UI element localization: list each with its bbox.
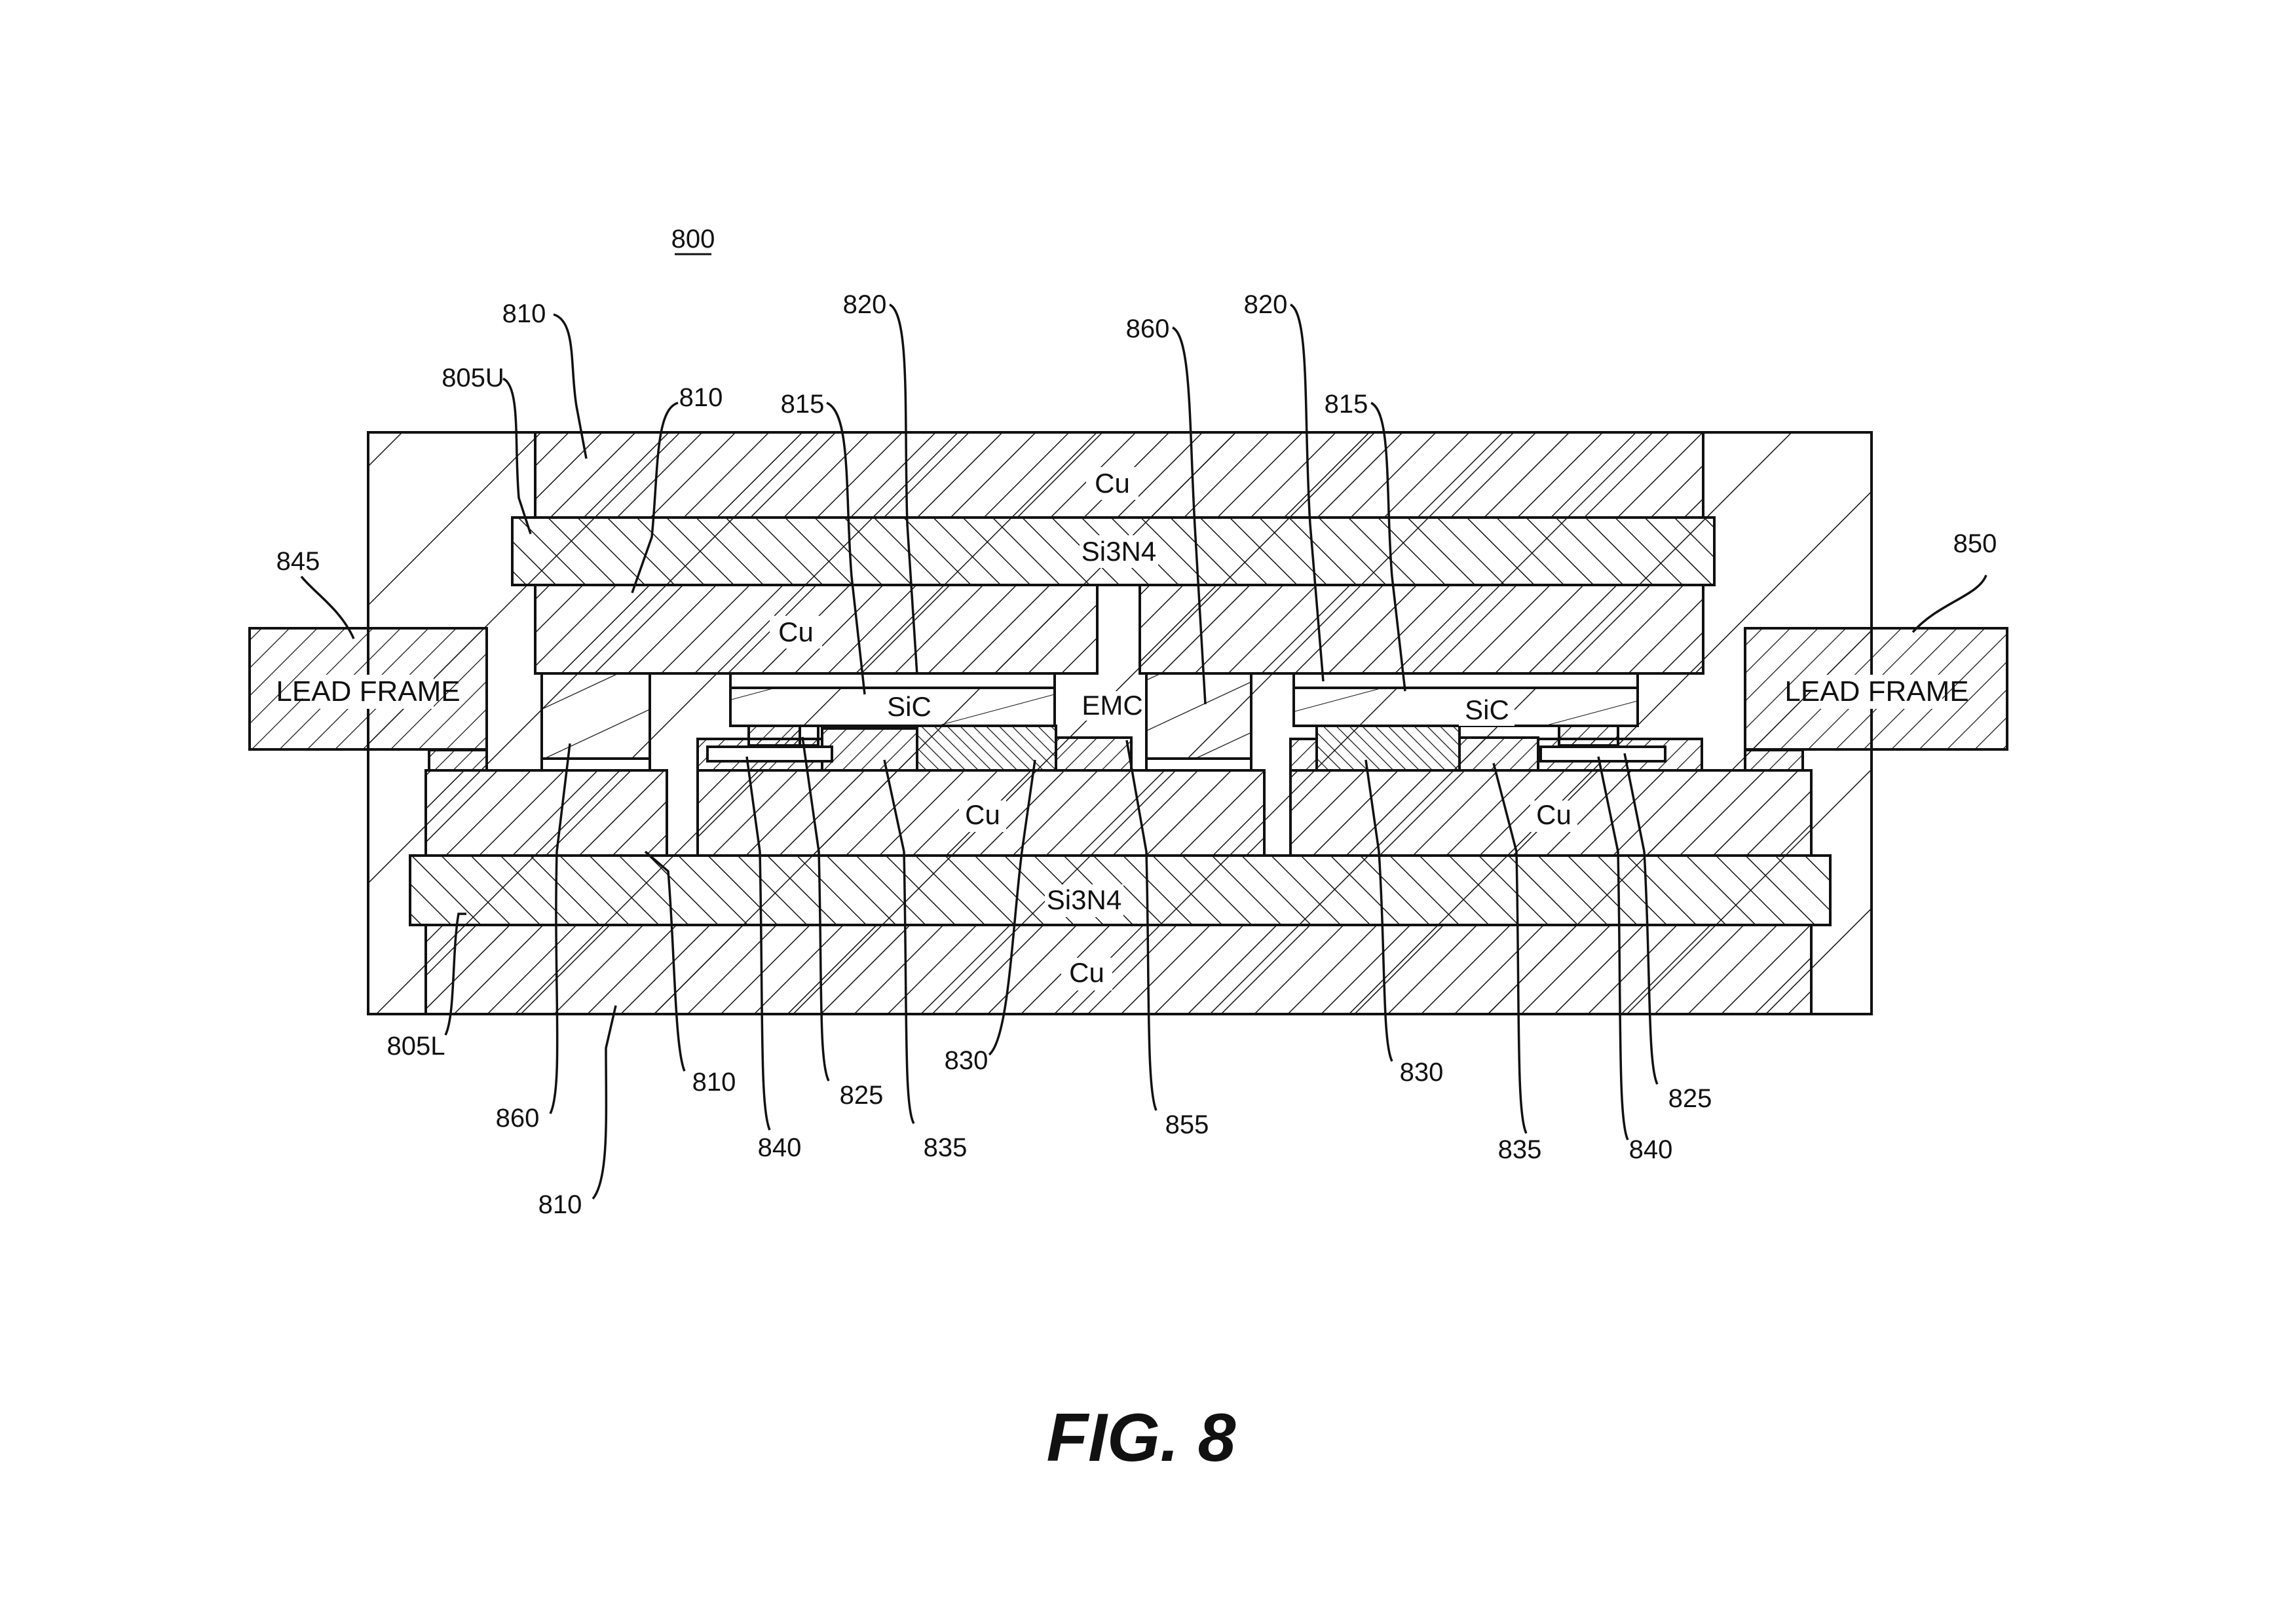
label-si3n4-top: Si3N4 (1082, 536, 1156, 567)
pad-835-left (821, 727, 918, 772)
pad-840-right (1539, 745, 1666, 763)
ref-810-b: 810 (679, 383, 723, 412)
solder-pad-left (428, 749, 488, 772)
label-cu-lower-center: Cu (965, 799, 1000, 830)
figure-caption: FIG. 8 (1047, 1400, 1236, 1476)
sic-die-right-bond (1292, 672, 1639, 689)
label-si3n4-bottom: Si3N4 (1047, 884, 1121, 915)
lower-cu-outer (424, 924, 1813, 1015)
pad-835-right (1458, 736, 1539, 772)
ref-820-a: 820 (843, 290, 887, 319)
label-sic-left: SiC (887, 691, 932, 722)
ref-860-bottom: 860 (496, 1104, 540, 1133)
figure-ref-800: 800 (671, 225, 715, 254)
ref-815-a: 815 (781, 390, 825, 419)
spacer-center (1145, 672, 1252, 760)
label-lead-frame-left: LEAD FRAME (276, 675, 460, 707)
ref-855: 855 (1165, 1110, 1209, 1139)
block-830-right (1315, 725, 1461, 772)
spacer-center-base (1145, 757, 1252, 772)
upper-cu-inner-right (1139, 584, 1704, 675)
spacer-left-base (540, 757, 651, 772)
ref-825-b: 825 (1668, 1084, 1712, 1113)
ref-860-top: 860 (1126, 314, 1170, 343)
ref-820-b: 820 (1244, 290, 1288, 319)
lower-cu-inner-left (424, 769, 668, 857)
spacer-left (540, 672, 651, 760)
ref-850: 850 (1953, 529, 1997, 558)
ref-840-b: 840 (1629, 1135, 1673, 1164)
label-cu-upper-inner: Cu (778, 616, 814, 647)
ref-810-c: 810 (692, 1068, 736, 1097)
material-labels: Cu Si3N4 Cu SiC SiC EMC Cu Cu Si3N4 Cu L… (276, 467, 1969, 990)
sic-die-left-bond (729, 672, 1056, 689)
pad-855-center (1055, 736, 1133, 772)
leader-lines (300, 303, 1987, 1200)
ref-835-b: 835 (1498, 1135, 1542, 1164)
ref-835-a: 835 (924, 1133, 968, 1162)
label-cu-bottom: Cu (1069, 957, 1104, 988)
ref-830-b: 830 (1400, 1058, 1444, 1087)
solder-pad-right (1744, 749, 1804, 772)
pad-right-edge-left (1289, 738, 1318, 772)
ref-840-a: 840 (758, 1133, 802, 1162)
label-cu-lower-right: Cu (1536, 799, 1571, 830)
ref-810-a: 810 (502, 299, 546, 328)
label-lead-frame-right: LEAD FRAME (1784, 675, 1968, 707)
ref-810-d: 810 (538, 1190, 582, 1219)
reference-labels: 810 805U 810 845 815 820 860 820 815 850… (276, 290, 1997, 1219)
pad-840-left (706, 745, 833, 763)
label-sic-right: SiC (1465, 694, 1509, 725)
label-cu-top: Cu (1095, 468, 1130, 499)
ref-815-b: 815 (1325, 390, 1368, 419)
ref-830-a: 830 (945, 1046, 988, 1075)
ref-805l: 805L (387, 1032, 445, 1061)
ref-845: 845 (276, 547, 320, 576)
label-emc: EMC (1082, 690, 1142, 721)
ref-805u: 805U (442, 364, 504, 392)
ref-825-a: 825 (840, 1081, 884, 1110)
